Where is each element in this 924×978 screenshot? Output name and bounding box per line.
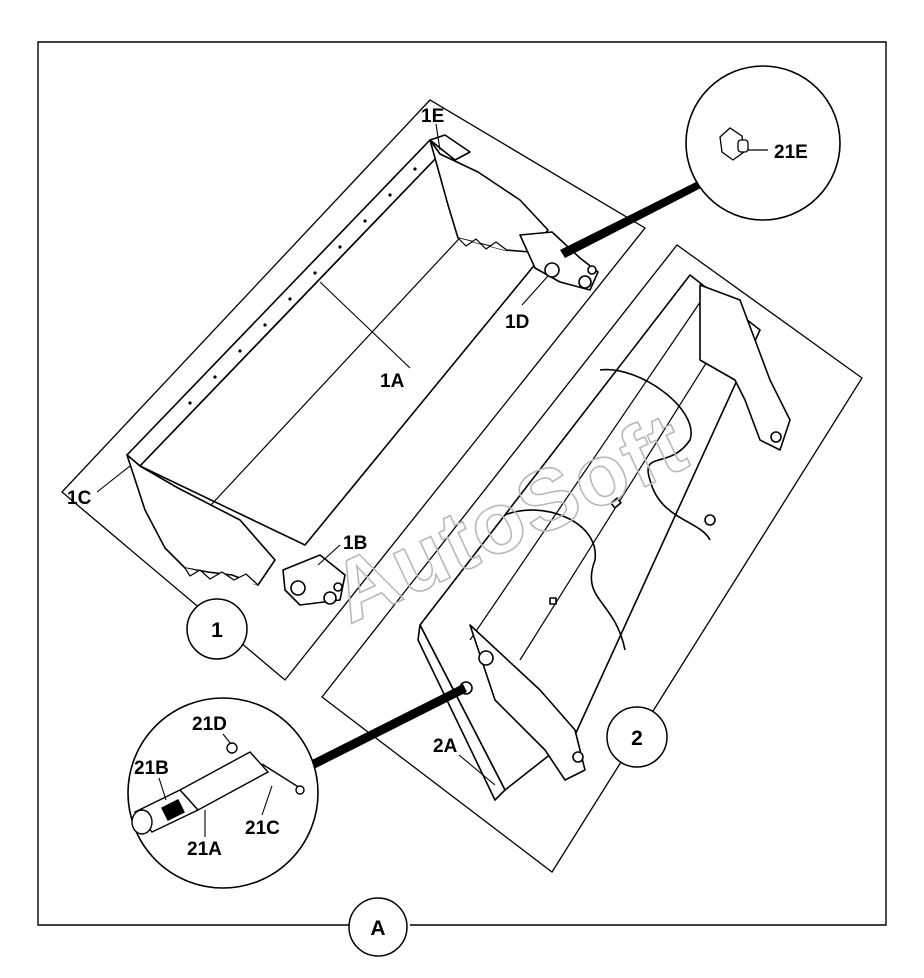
callout-a: A — [348, 897, 408, 957]
leader-lines — [96, 123, 549, 786]
label-21a: 21A — [187, 839, 222, 860]
label-1a: 1A — [380, 371, 405, 392]
inset-pointer — [560, 180, 703, 258]
label-21d: 21D — [192, 714, 227, 735]
grease-nipple-icon — [719, 127, 749, 161]
label-21b: 21B — [134, 758, 169, 779]
bucket-1-drawing — [126, 134, 599, 606]
callout-1-label: 1 — [211, 619, 223, 642]
label-1d: 1D — [505, 312, 529, 333]
label-1c: 1C — [67, 488, 92, 509]
label-21c: 21C — [245, 818, 280, 839]
pin-kit-inset — [127, 684, 467, 889]
label-1b: 1B — [343, 533, 367, 554]
bucket-1-edge-holes — [188, 167, 417, 405]
callout-a-label: A — [370, 917, 385, 940]
callout-1: 1 — [186, 598, 248, 660]
bucket-2-panel — [321, 244, 863, 873]
grease-fitting-inset — [560, 65, 841, 258]
outer-frame — [37, 41, 887, 926]
bucket-2-drawing — [417, 274, 791, 801]
label-21e: 21E — [774, 142, 808, 163]
label-1e: 1E — [421, 106, 444, 127]
inset-pointer-2 — [302, 684, 467, 773]
callout-2-label: 2 — [631, 727, 643, 750]
pin-icon — [131, 742, 305, 835]
label-2a: 2A — [433, 736, 458, 757]
callout-2: 2 — [606, 706, 668, 768]
